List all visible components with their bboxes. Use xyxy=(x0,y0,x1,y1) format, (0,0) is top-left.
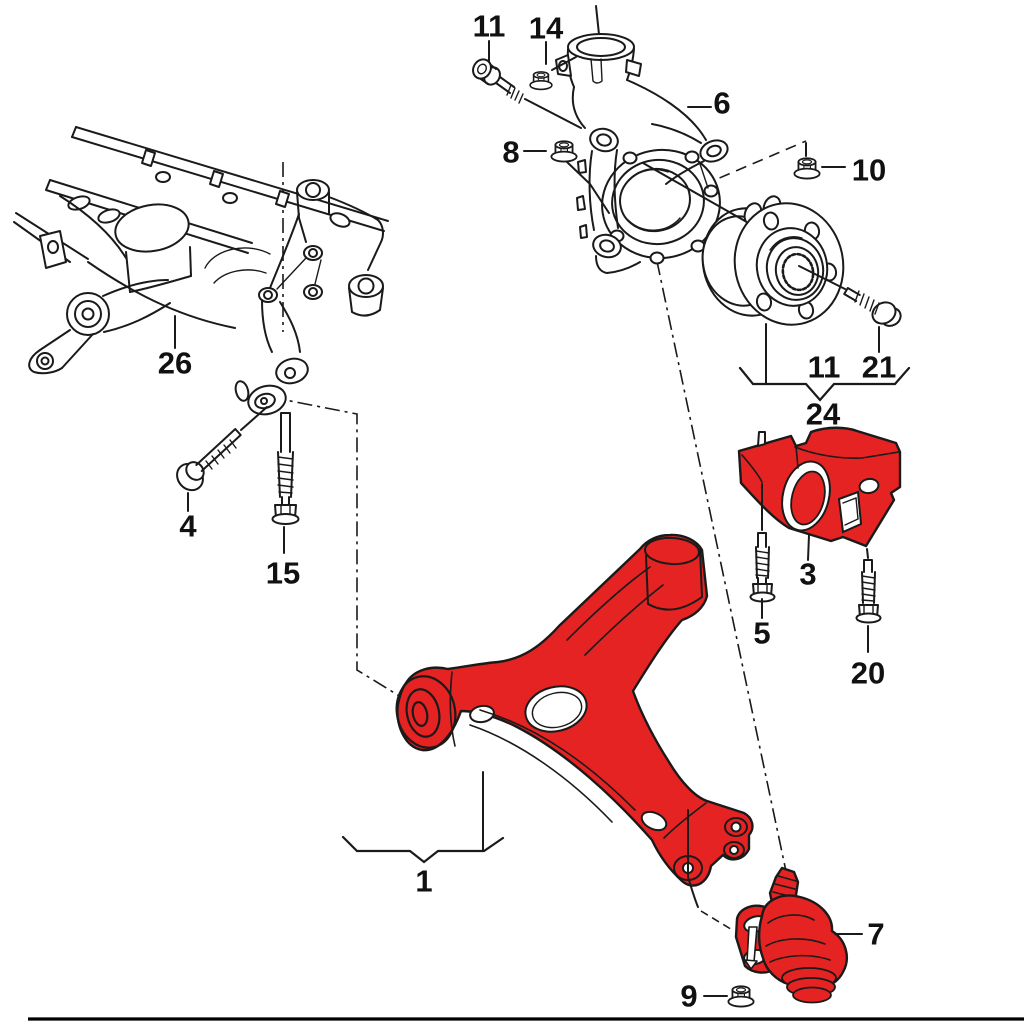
ball-joint-drawing xyxy=(734,866,848,1004)
callout-labels: 11 14 6 8 10 26 11 21 24 4 15 35 20 1 7 9 xyxy=(158,9,896,1014)
subframe-drawing xyxy=(13,126,389,416)
part-callout-20: 20 xyxy=(851,656,885,691)
part-callout-14: 14 xyxy=(529,11,564,46)
construction-lines xyxy=(269,5,807,877)
nut-9 xyxy=(727,985,755,1008)
control-arm-drawing xyxy=(395,533,754,887)
bolt-4 xyxy=(176,428,242,492)
bolt-5 xyxy=(749,532,776,603)
nut-8 xyxy=(550,140,578,163)
part-callout-7: 7 xyxy=(867,917,884,952)
bolt-21 xyxy=(843,287,902,327)
bolt-11 xyxy=(472,58,524,104)
part-callout-26: 26 xyxy=(158,346,192,381)
part-callout-8: 8 xyxy=(502,135,519,170)
part-callout-5: 5 xyxy=(753,616,770,651)
nut-10 xyxy=(793,157,821,180)
part-callout-3: 3 xyxy=(799,557,816,592)
group-bracket-24 xyxy=(738,366,911,402)
part-callout-6: 6 xyxy=(713,86,730,121)
part-callout-21: 21 xyxy=(862,350,896,385)
part-callout-1: 1 xyxy=(415,864,432,899)
part-callout-10: 10 xyxy=(852,153,886,188)
part-callout-9: 9 xyxy=(680,979,697,1014)
group-bracket-1 xyxy=(341,835,505,864)
part-callout-15: 15 xyxy=(266,556,300,591)
steering-knuckle-drawing xyxy=(555,33,729,274)
mount-bracket-drawing xyxy=(737,426,902,548)
nut-14 xyxy=(529,71,553,91)
wheel-hub-drawing xyxy=(701,195,845,326)
bolt-20 xyxy=(855,559,882,624)
part-callout-4: 4 xyxy=(179,509,197,544)
part-callout-11: 11 xyxy=(808,350,841,385)
part-callout-11: 11 xyxy=(473,9,506,44)
leader-lines xyxy=(174,40,911,997)
bolt-15 xyxy=(271,412,300,525)
part-callout-24: 24 xyxy=(806,397,841,432)
